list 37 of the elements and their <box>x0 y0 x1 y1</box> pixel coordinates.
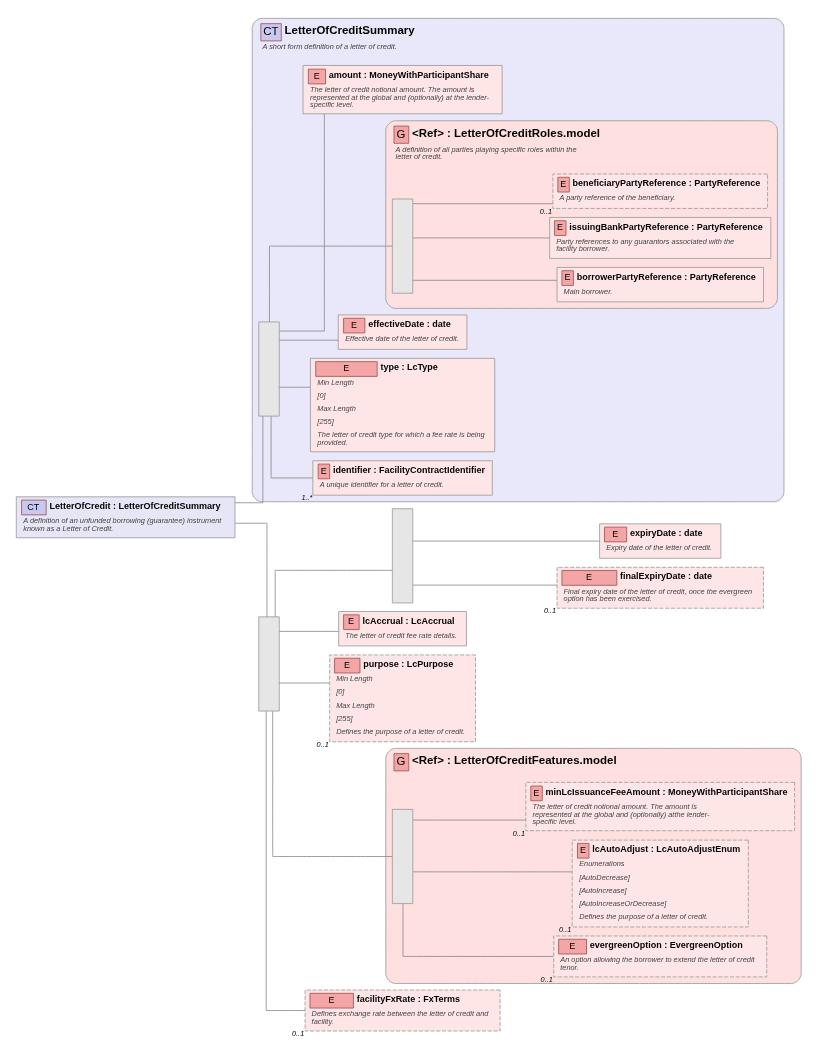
node-label: 0..1 <box>559 925 572 935</box>
node-bar <box>391 198 414 294</box>
connector <box>412 540 600 542</box>
node-box: E finalExpiryDate : date Final expiry date of the letter of credit, once the evergreen option has been exercised. <box>556 566 764 609</box>
connector <box>412 871 573 873</box>
node-box: E lcAutoAdjust : LcAutoAdjustEnum Enumerations [AutoDecrease] [AutoIncrease] [AutoIncreaseOrDecrease] Defines the purpose of a letter of credit. <box>571 839 749 928</box>
connector <box>269 245 393 323</box>
connector <box>274 569 393 617</box>
node-label: 0..1 <box>316 739 329 749</box>
connector <box>412 237 550 239</box>
connector <box>278 386 311 388</box>
node-bar <box>391 508 414 604</box>
node-label: 0..1 <box>512 828 526 838</box>
connector <box>272 710 393 857</box>
connector <box>279 113 325 332</box>
connector <box>412 819 527 821</box>
connector <box>402 903 554 957</box>
node-bar <box>258 616 280 712</box>
node-box: E type : LcType Min Length [0] Max Length [255] The letter of credit type for which a fee rate is being provided. <box>310 357 496 453</box>
connector <box>278 682 330 684</box>
node-label: 0..1 <box>291 1029 305 1039</box>
node-box: E minLcIssuanceFeeAmount : MoneyWithParticipantShare The letter of credit notional amount. The amount is represented at the global and (optionally) atthe lender-specific level. <box>525 781 795 832</box>
connector <box>278 339 339 341</box>
node-label: 1..* <box>301 493 313 503</box>
node-bar <box>391 809 414 904</box>
node-label: 0..1 <box>540 975 553 985</box>
node-label: 0..1 <box>539 206 553 216</box>
connector <box>278 631 339 632</box>
connector <box>270 415 314 479</box>
node-bar <box>258 321 280 417</box>
connector <box>265 711 306 1011</box>
connector <box>234 522 268 618</box>
node-label: 0..1 <box>543 606 557 616</box>
connector <box>234 415 264 504</box>
connector <box>412 203 554 205</box>
connector <box>412 279 558 281</box>
connector <box>412 584 558 586</box>
